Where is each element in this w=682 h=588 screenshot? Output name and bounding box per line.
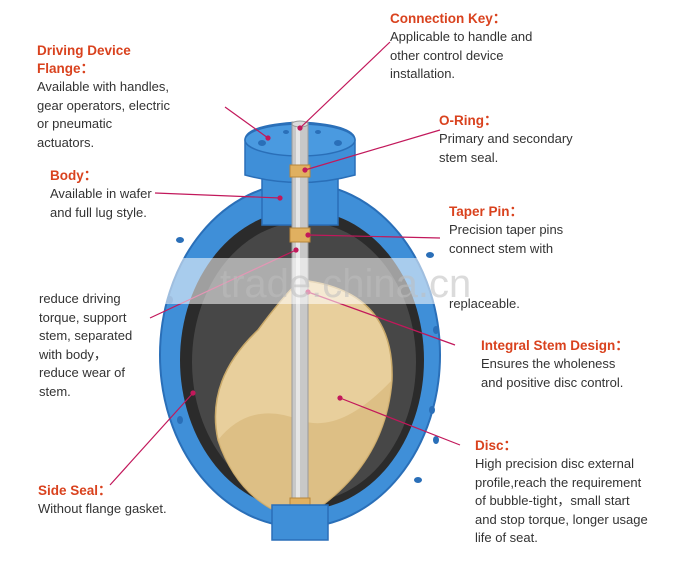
disc-title: Disc： [475,437,648,455]
label-body: Body： Available in wafer and full lug st… [50,167,152,222]
disc-desc: High precision disc external profile,rea… [475,455,648,548]
bushing-desc: reduce driving torque, support stem, sep… [39,290,132,401]
integral-stem-desc: Ensures the wholeness and positive disc … [481,355,629,392]
label-side-seal: Side Seal： Without flange gasket. [38,482,167,519]
label-bushing: reduce driving torque, support stem, sep… [39,290,132,401]
side-seal-title: Side Seal： [38,482,167,500]
taper-pin-tail-desc: replaceable. [449,295,520,314]
taper-pin-title: Taper Pin： [449,203,563,221]
connection-key-title: Connection Key： [390,10,532,28]
connection-key-desc: Applicable to handle and other control d… [390,28,532,84]
bottom-neck [272,505,328,540]
label-taper-pin: Taper Pin： Precision taper pins connect … [449,203,563,258]
body-title: Body： [50,167,152,185]
o-ring-title: O-Ring： [439,112,573,130]
driving-flange-title: Driving Device Flange： [37,42,170,78]
driving-flange-desc: Available with handles, gear operators, … [37,78,170,152]
label-taper-pin-tail: replaceable. [449,295,520,314]
side-seal-desc: Without flange gasket. [38,500,167,519]
label-o-ring: O-Ring： Primary and secondary stem seal. [439,112,573,167]
label-disc: Disc： High precision disc external profi… [475,437,648,548]
label-integral-stem: Integral Stem Design： Ensures the wholen… [481,337,629,392]
label-connection-key: Connection Key： Applicable to handle and… [390,10,532,84]
valve-stem [290,121,310,517]
watermark-text: trade.china.cn [220,262,471,307]
o-ring-desc: Primary and secondary stem seal. [439,130,573,167]
label-driving-flange: Driving Device Flange： Available with ha… [37,42,170,152]
taper-pin-desc: Precision taper pins connect stem with [449,221,563,258]
integral-stem-title: Integral Stem Design： [481,337,629,355]
body-desc: Available in wafer and full lug style. [50,185,152,222]
